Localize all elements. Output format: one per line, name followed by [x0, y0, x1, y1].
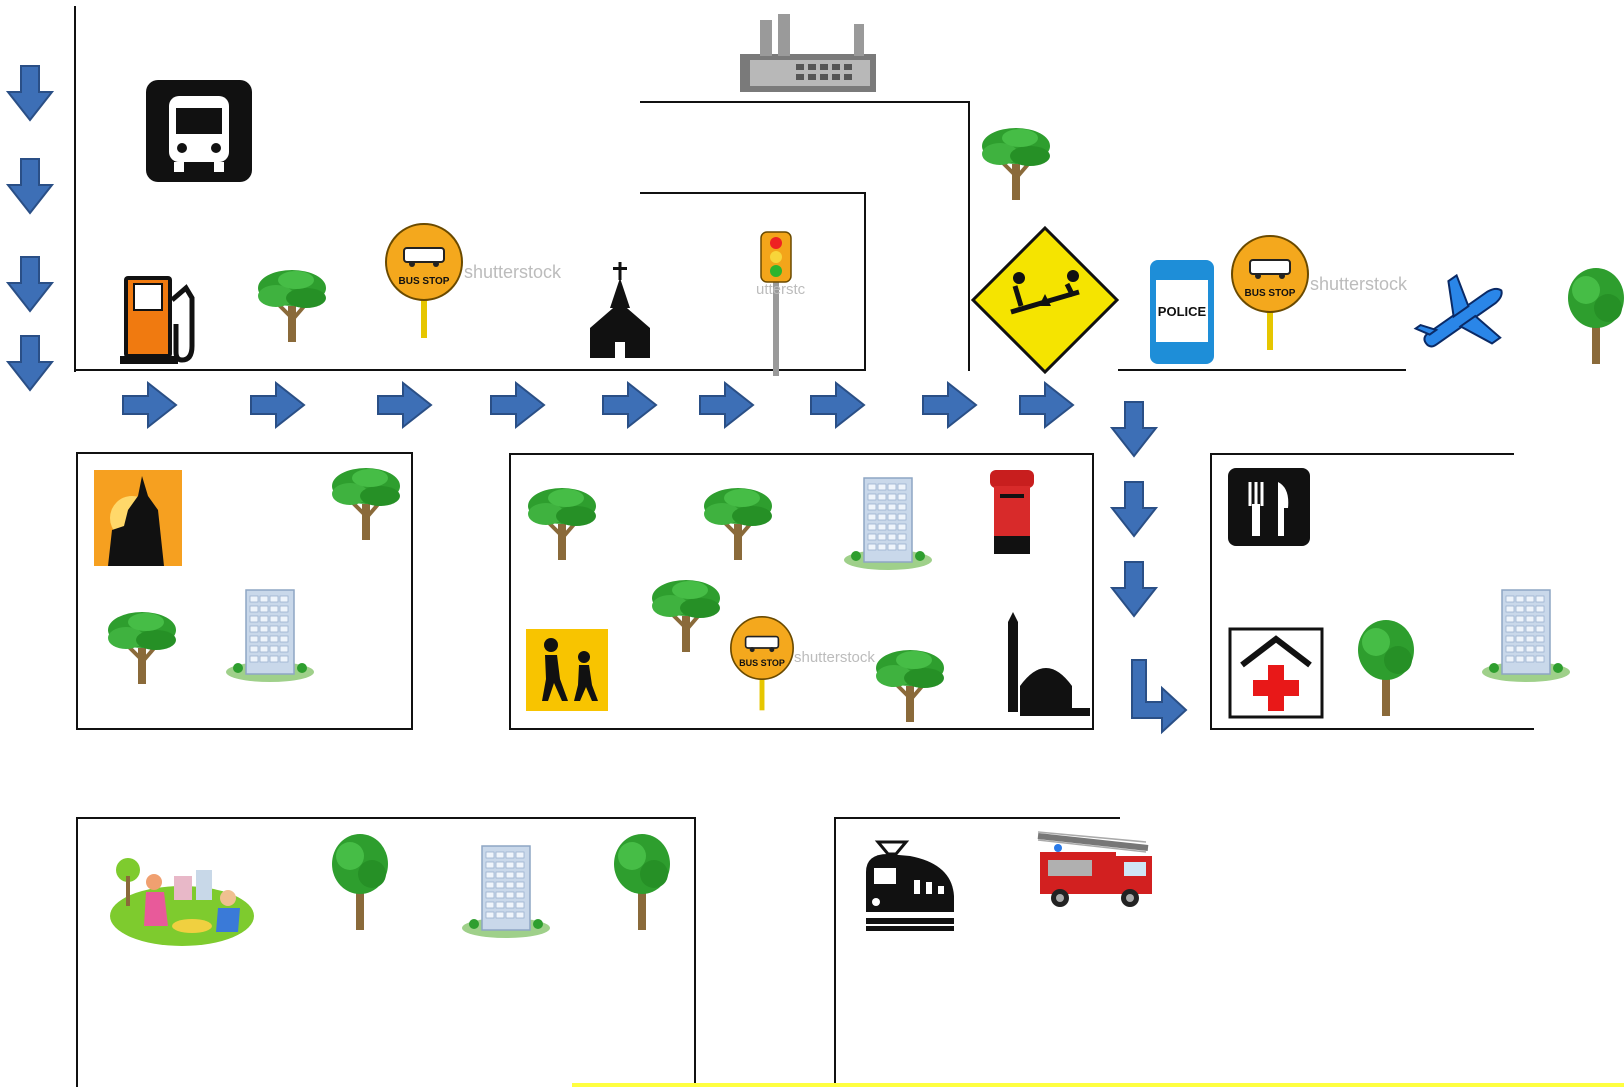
block-a-right	[411, 452, 413, 730]
building-icon	[1481, 589, 1571, 683]
bus-icon	[146, 80, 252, 182]
block-d-left	[76, 817, 78, 1087]
playground-sign-icon	[970, 225, 1120, 375]
traffic-light-icon: utterstc	[756, 231, 806, 376]
block-b-top	[509, 453, 1094, 455]
airplane-icon	[1413, 273, 1503, 348]
tree-icon	[702, 486, 774, 562]
svg-text:shutterstock: shutterstock	[794, 649, 875, 666]
tree-icon	[980, 126, 1052, 202]
block-e-left	[834, 817, 836, 1087]
tree-icon	[650, 578, 722, 654]
bus-stop-sign-icon: BUS STOP shutterstock	[730, 616, 875, 712]
police-station-icon: POLICE	[1150, 260, 1214, 364]
tree-icon	[614, 834, 670, 930]
outer-block-right-edge	[968, 101, 970, 371]
block-c-left	[1210, 453, 1212, 730]
block-b-right	[1092, 453, 1094, 730]
fuel-pump-icon	[120, 276, 195, 364]
fire-truck-icon	[1037, 831, 1152, 907]
turn-right-arrow-icon	[1131, 659, 1188, 735]
block-b-left	[509, 453, 511, 730]
tree-icon	[874, 648, 946, 724]
pedestrian-crossing-sign-icon	[526, 629, 608, 711]
bus-stop-sign-icon: BUS STOP shutterstock	[385, 223, 562, 339]
hospital-icon	[1228, 627, 1324, 719]
svg-text:BUS STOP: BUS STOP	[1245, 288, 1296, 299]
road-edge-left	[74, 6, 76, 372]
tree-icon	[1358, 620, 1414, 716]
svg-text:shutterstock: shutterstock	[464, 262, 562, 282]
block-c-top	[1210, 453, 1514, 455]
block-d-top	[76, 817, 696, 819]
block-c-bottom	[1210, 728, 1534, 730]
tree-icon	[106, 610, 178, 686]
post-box-icon	[990, 470, 1034, 554]
block-b-bottom	[509, 728, 1094, 730]
top-block-bottom-edge	[74, 369, 866, 371]
tree-icon	[330, 466, 402, 542]
svg-text:utterstc: utterstc	[756, 281, 806, 298]
tree-icon	[1568, 268, 1624, 364]
restaurant-icon	[1228, 468, 1310, 546]
mosque-icon	[1008, 612, 1090, 716]
block-e-top	[834, 817, 1120, 819]
right-block-bottom-edge	[1118, 369, 1406, 371]
svg-text:POLICE: POLICE	[1158, 304, 1207, 319]
tree-icon	[332, 834, 388, 930]
bus-stop-sign-icon: BUS STOP shutterstock	[1231, 235, 1408, 351]
building-icon	[225, 589, 315, 683]
tree-icon	[526, 486, 598, 562]
tree-icon	[256, 268, 328, 344]
outer-block-top-edge	[640, 101, 970, 103]
building-icon	[461, 845, 551, 939]
svg-text:BUS STOP: BUS STOP	[739, 658, 785, 668]
bottom-highlight-line	[572, 1083, 1624, 1087]
inner-block-right-edge	[864, 192, 866, 371]
church-icon	[590, 262, 650, 358]
picnic-park-icon	[110, 858, 254, 946]
building-icon	[843, 477, 933, 571]
block-a-left	[76, 452, 78, 730]
inner-block-top-edge	[640, 192, 866, 194]
svg-text:shutterstock: shutterstock	[1310, 274, 1408, 294]
block-a-bottom	[76, 728, 413, 730]
block-d-right	[694, 817, 696, 1087]
temple-icon	[94, 470, 182, 566]
svg-text:BUS STOP: BUS STOP	[399, 276, 450, 287]
block-a-top	[76, 452, 413, 454]
factory-icon	[740, 14, 876, 92]
train-icon	[866, 840, 954, 931]
